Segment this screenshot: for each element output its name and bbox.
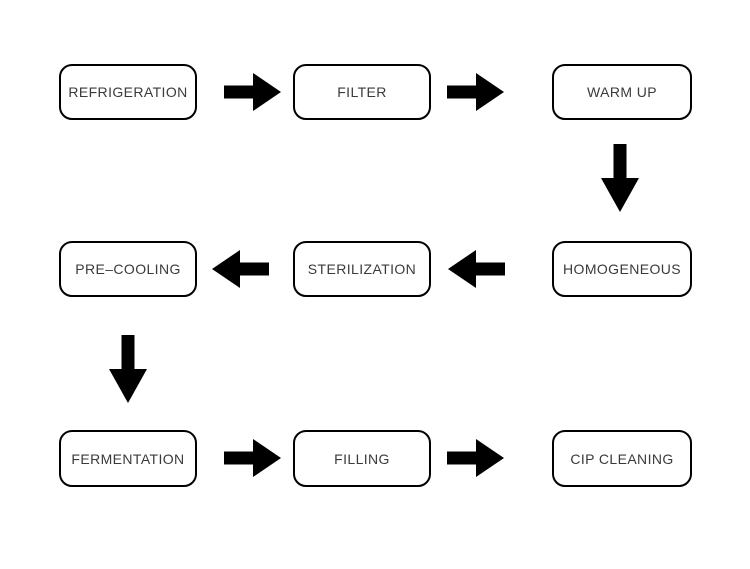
node-cip-cleaning: CIP CLEANING <box>552 430 692 487</box>
node-label: CIP CLEANING <box>570 450 674 467</box>
arrow-right-fermentation-to-filling-icon <box>224 439 281 477</box>
node-refrigeration: REFRIGERATION <box>59 64 197 120</box>
node-homogeneous: HOMOGENEOUS <box>552 241 692 297</box>
arrow-left-sterilization-to-pre-cooling-icon <box>212 250 269 288</box>
node-label: HOMOGENEOUS <box>563 261 681 277</box>
arrow-right-filling-to-cip-cleaning-icon <box>447 439 504 477</box>
node-filter: FILTER <box>293 64 431 120</box>
node-label: WARM UP <box>587 84 657 100</box>
node-label: STERILIZATION <box>307 261 417 277</box>
arrow-right-refrigeration-to-filter-icon <box>224 73 281 111</box>
node-filling: FILLING <box>293 430 431 487</box>
node-label: FERMENTATION <box>71 450 185 467</box>
arrow-down-pre-cooling-to-fermentation-icon <box>109 335 147 403</box>
node-fermentation: FERMENTATION <box>59 430 197 487</box>
node-sterilization: STERILIZATION <box>293 241 431 297</box>
node-label: FILTER <box>337 84 387 100</box>
node-label: FILLING <box>334 450 390 467</box>
node-pre-cooling: PRE–COOLING <box>59 241 197 297</box>
node-warm-up: WARM UP <box>552 64 692 120</box>
node-label: PRE–COOLING <box>75 261 181 277</box>
arrow-right-filter-to-warm-up-icon <box>447 73 504 111</box>
arrow-left-homogeneous-to-sterilization-icon <box>448 250 505 288</box>
arrow-down-warm-up-to-homogeneous-icon <box>601 144 639 212</box>
node-label: REFRIGERATION <box>68 84 188 100</box>
